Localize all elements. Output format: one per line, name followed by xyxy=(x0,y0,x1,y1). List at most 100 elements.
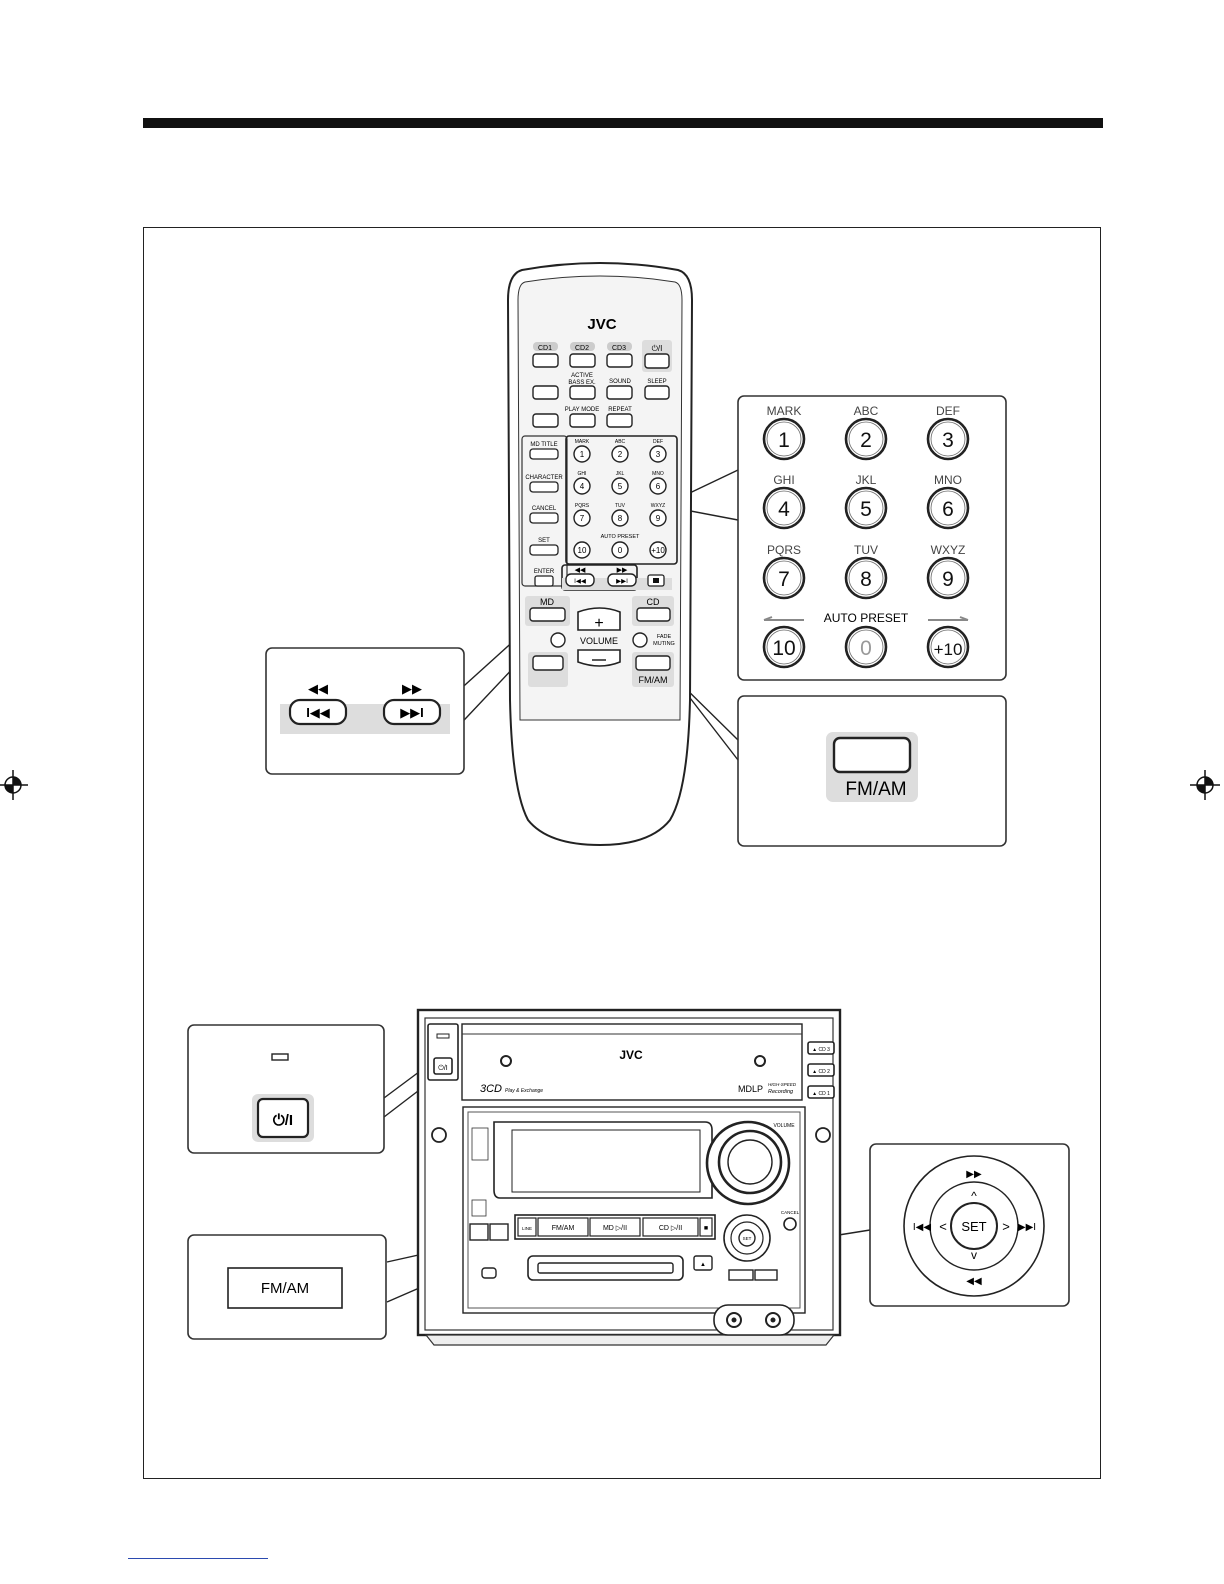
remote-cd-play-button[interactable] xyxy=(636,607,671,622)
crop-mark-right xyxy=(1190,770,1220,800)
remote-key-0[interactable] xyxy=(611,541,629,559)
unit-source-label: LINE xyxy=(522,1226,532,1231)
remote-character-button[interactable] xyxy=(529,481,559,493)
remote-fm-am-button[interactable] xyxy=(635,655,671,671)
remote-volume-down-button[interactable] xyxy=(577,649,621,667)
unit-small-button-2[interactable] xyxy=(489,1223,509,1241)
remote-cd3-button[interactable] xyxy=(606,353,633,368)
unit-set-button[interactable] xyxy=(738,1229,756,1247)
remote-key-+10[interactable] xyxy=(649,541,667,559)
remote-active-bass-button[interactable] xyxy=(569,385,596,400)
remote-key-5[interactable] xyxy=(611,477,629,495)
callout-unit-power-button[interactable] xyxy=(256,1097,310,1139)
remote-md-title-button[interactable] xyxy=(529,448,559,460)
callout-key-number: 9 xyxy=(942,568,954,591)
remote-md-play-button[interactable] xyxy=(529,607,566,622)
unit-source-button-1[interactable] xyxy=(537,1217,589,1237)
remote-button-r3a[interactable] xyxy=(532,413,559,428)
callout-key-number: 6 xyxy=(942,498,954,521)
callout-key-1[interactable] xyxy=(762,417,806,461)
callout-unit-fmam-button[interactable] xyxy=(227,1267,343,1309)
remote-next-button[interactable] xyxy=(607,573,637,587)
callout-key-4[interactable] xyxy=(762,486,806,530)
remote-key-number: 7 xyxy=(580,514,585,523)
remote-key-number: 1 xyxy=(580,450,585,459)
left-arrow-icon xyxy=(763,616,804,621)
main-unit: ⏻/I JVC 3CD Play & Exchange MDLP HIGH-SP… xyxy=(383,1008,871,1346)
remote-fmam-label: FM/AM xyxy=(639,675,668,685)
unit-set-label: SET xyxy=(743,1236,752,1241)
callout-key-letters: ABC xyxy=(854,404,879,418)
remote-cd1-button[interactable] xyxy=(532,353,559,368)
unit-small-button-1[interactable] xyxy=(469,1223,489,1241)
unit-cancel-button[interactable] xyxy=(783,1217,797,1231)
remote-volume-up-button[interactable] xyxy=(577,607,621,631)
unit-source-button-3[interactable] xyxy=(642,1217,699,1237)
callout-prev-button[interactable] xyxy=(288,698,348,726)
callout-key-letters: GHI xyxy=(773,473,794,487)
callout-key-letters: MNO xyxy=(934,473,962,487)
remote-key-6[interactable] xyxy=(649,477,667,495)
unit-source-button-4[interactable] xyxy=(699,1217,713,1237)
callout-key-7[interactable] xyxy=(762,556,806,600)
remote-cd-buttons: CD1 CD2 CD3 ⏻/I xyxy=(532,340,672,372)
remote-key-4[interactable] xyxy=(573,477,591,495)
rewind-icon: ◀◀ xyxy=(966,1276,982,1287)
remote-button-r2a[interactable] xyxy=(532,385,559,400)
callout-key-5[interactable] xyxy=(844,486,888,530)
remote-key-8[interactable] xyxy=(611,509,629,527)
remote-cd2-label: CD2 xyxy=(575,345,589,352)
remote-playmode-label: PLAY MODE xyxy=(565,407,599,413)
callout-key-0[interactable] xyxy=(844,625,888,669)
callout-key-number: +10 xyxy=(934,640,963,659)
remote-cancel-button[interactable] xyxy=(529,512,559,524)
remote-enter-button[interactable] xyxy=(534,575,554,587)
callout-key-9[interactable] xyxy=(926,556,970,600)
remote-set-button[interactable] xyxy=(529,544,559,556)
remote-button-bottom-left[interactable] xyxy=(532,655,564,671)
remote-fade-muting-button[interactable] xyxy=(632,632,648,648)
remote-sound-button[interactable] xyxy=(606,385,633,400)
remote-brand-logo: JVC xyxy=(587,316,616,333)
remote-key-10[interactable] xyxy=(573,541,591,559)
power-icon: ⏻/I xyxy=(273,1112,293,1129)
unit-3cd-sub: Play & Exchange xyxy=(505,1088,543,1094)
callout-fm-am-button[interactable] xyxy=(832,736,912,774)
remote-cd2-button[interactable] xyxy=(569,353,596,368)
callout-key-3[interactable] xyxy=(926,417,970,461)
remote-key-letters: MARK xyxy=(575,439,590,445)
callout-next-button[interactable] xyxy=(382,698,442,726)
unit-eject-button[interactable] xyxy=(693,1255,713,1271)
unit-source-button-0[interactable] xyxy=(517,1217,537,1237)
unit-mdlp-sub-1: HIGH-SPEED xyxy=(768,1082,797,1087)
remote-key-9[interactable] xyxy=(649,509,667,527)
remote-control: JVC CD1 CD2 CD3 ⏻/I ACTIVE BASS EX. SOUN… xyxy=(506,262,694,847)
unit-power-button[interactable] xyxy=(433,1057,453,1075)
remote-sleep-button[interactable] xyxy=(644,385,670,400)
callout-key-number: 2 xyxy=(860,429,872,452)
remote-round-button-left[interactable] xyxy=(550,632,566,648)
remote-prev-button[interactable] xyxy=(565,573,595,587)
callout-key-number: 3 xyxy=(942,429,954,452)
callout-key-8[interactable] xyxy=(844,556,888,600)
callout-key-+10[interactable] xyxy=(926,625,970,669)
remote-key-2[interactable] xyxy=(611,445,629,463)
remote-play-mode-button[interactable] xyxy=(569,413,596,428)
remote-power-button[interactable] xyxy=(644,353,670,369)
remote-cancel-label: CANCEL xyxy=(532,506,557,512)
callout-set-button[interactable] xyxy=(950,1202,998,1250)
unit-tray2-button[interactable] xyxy=(807,1063,835,1077)
unit-tray1-button[interactable] xyxy=(807,1085,835,1099)
remote-key-number: 6 xyxy=(656,482,661,491)
callout-key-10[interactable] xyxy=(762,625,806,669)
callout-key-6[interactable] xyxy=(926,486,970,530)
callout-key-2[interactable] xyxy=(844,417,888,461)
unit-source-button-2[interactable] xyxy=(589,1217,641,1237)
remote-repeat-button[interactable] xyxy=(606,413,633,428)
remote-key-3[interactable] xyxy=(649,445,667,463)
unit-tray3-button[interactable] xyxy=(807,1041,835,1055)
unit-3cd-label: 3CD xyxy=(480,1083,502,1095)
remote-key-1[interactable] xyxy=(573,445,591,463)
remote-key-number: 0 xyxy=(618,546,623,555)
remote-key-7[interactable] xyxy=(573,509,591,527)
